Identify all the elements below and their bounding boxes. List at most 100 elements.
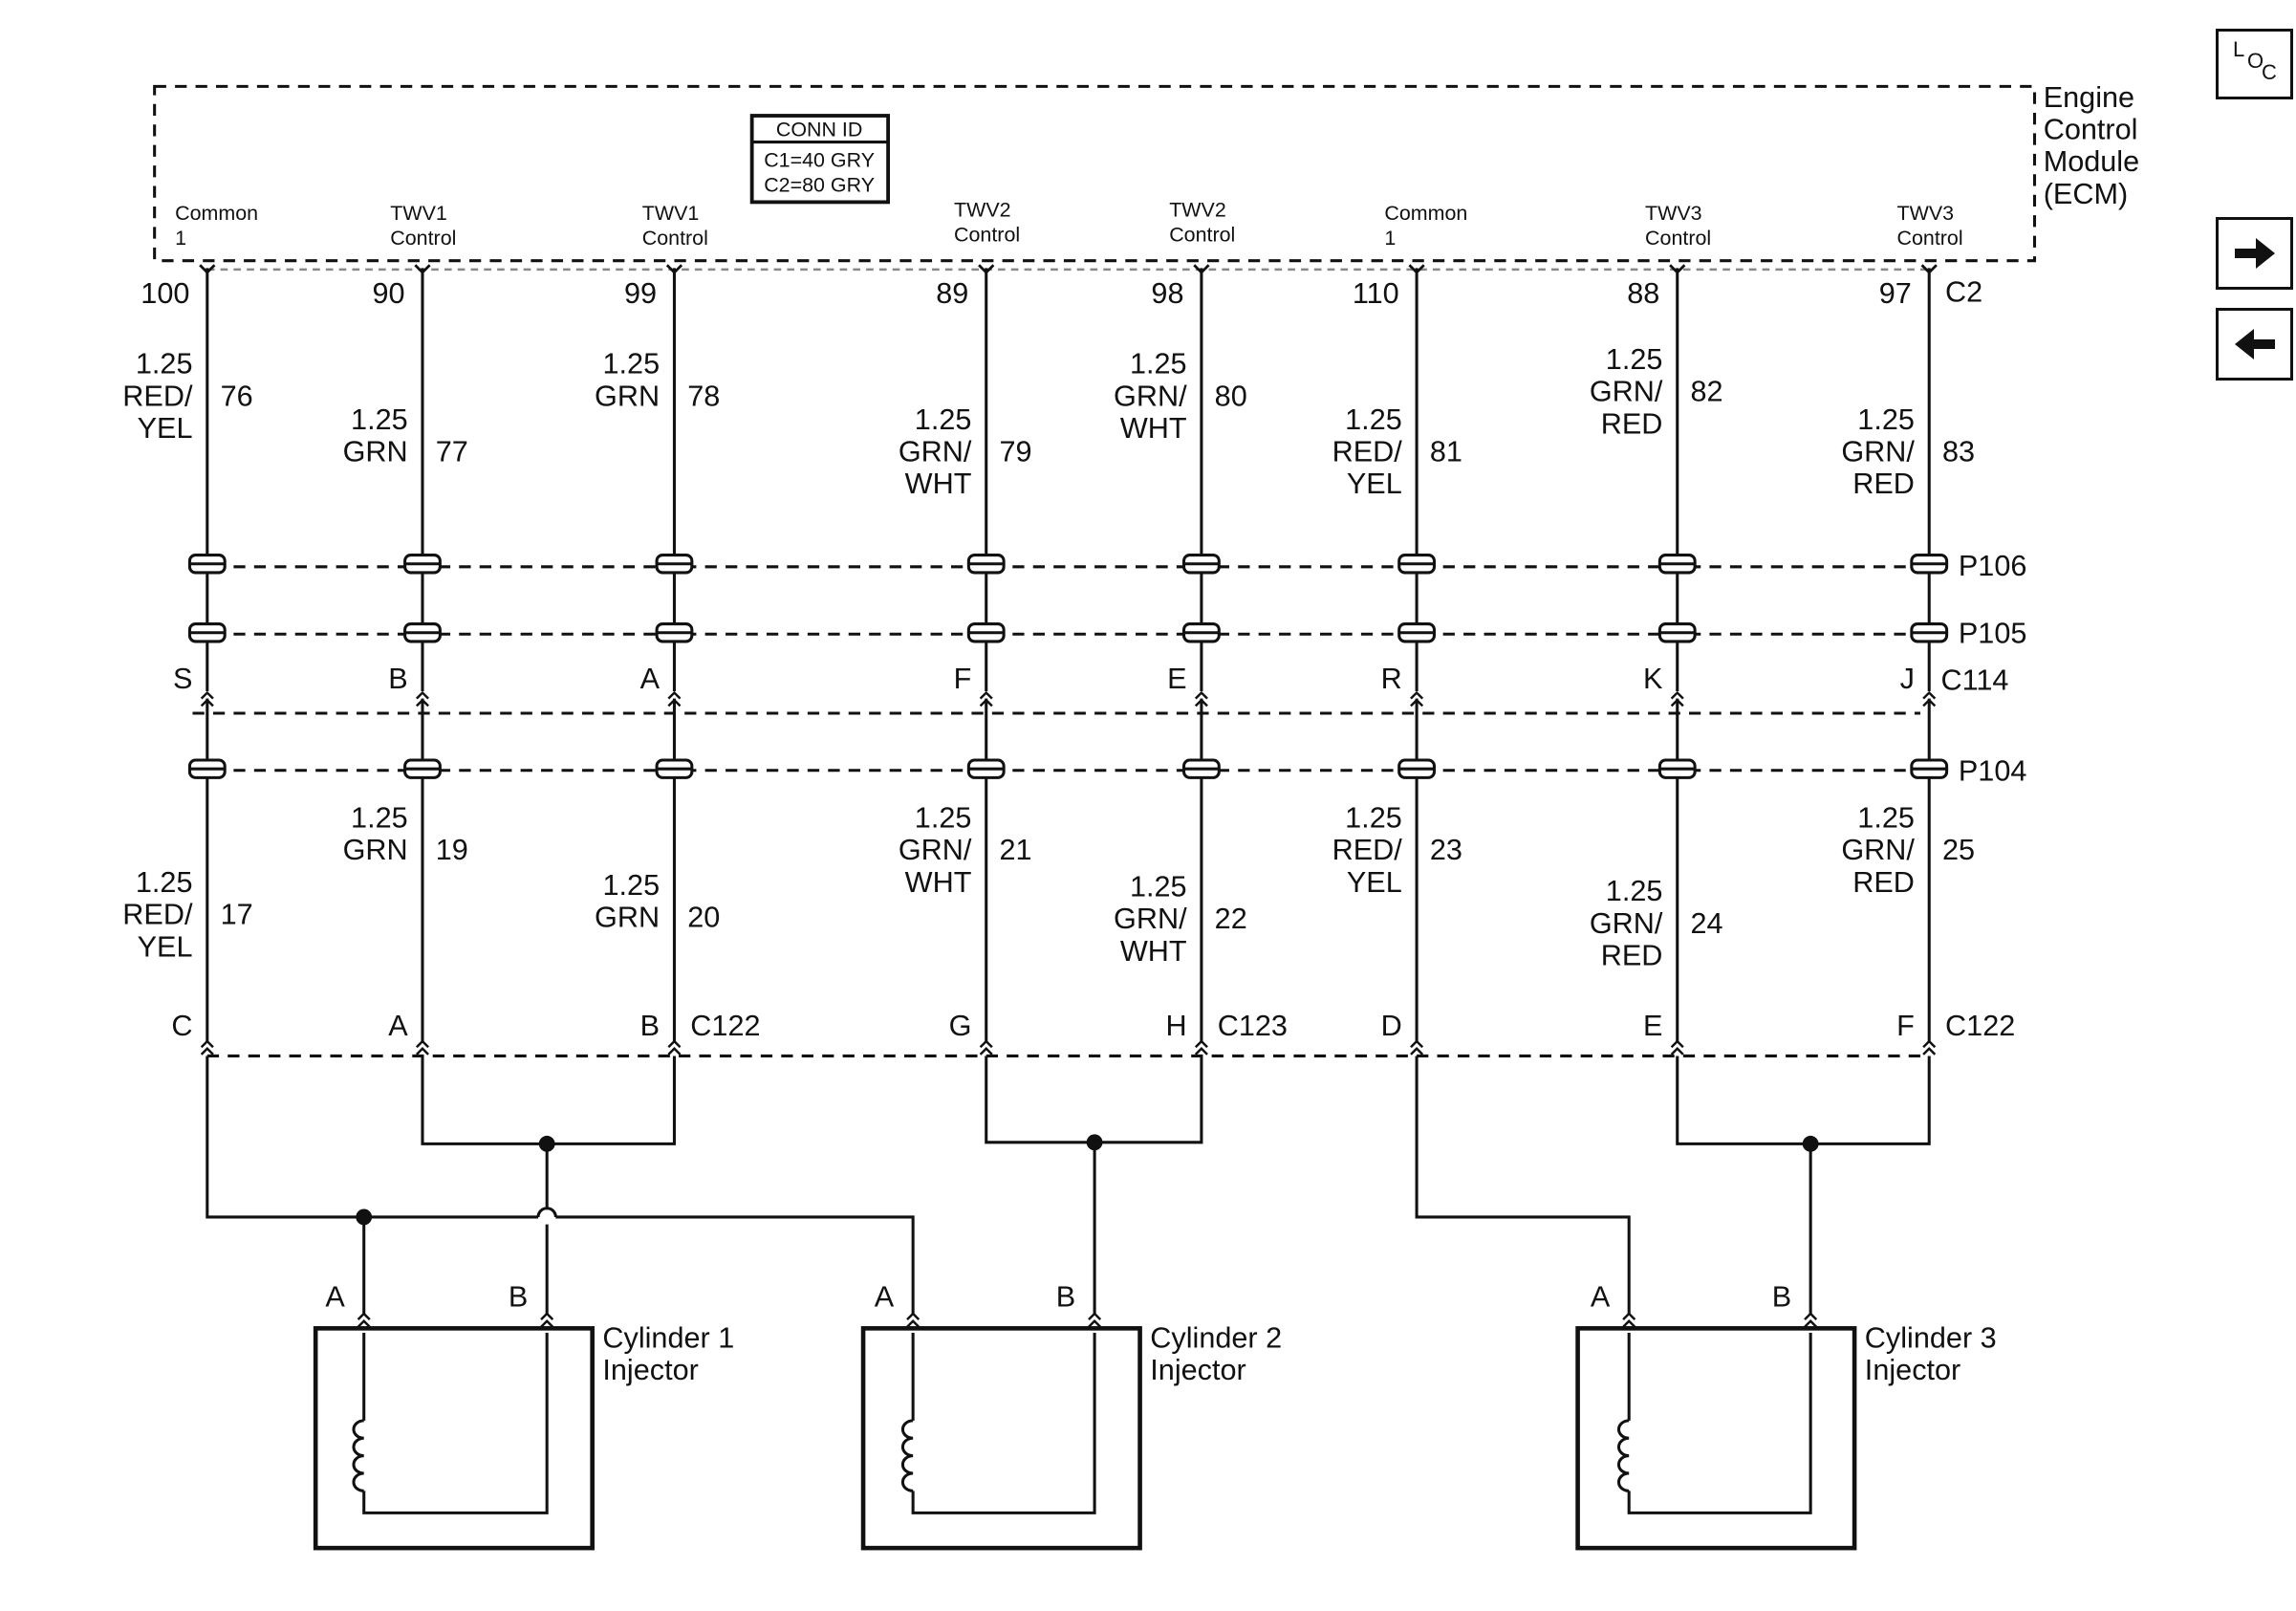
circuit-number: 19 bbox=[436, 834, 468, 866]
back-button[interactable] bbox=[2216, 308, 2293, 381]
circuit-number: 22 bbox=[1215, 903, 1247, 935]
splice-dot bbox=[1086, 1134, 1103, 1151]
injector-body bbox=[1575, 1326, 1857, 1551]
bottom-pin-letter: D bbox=[1381, 1010, 1402, 1042]
ecm-boundary bbox=[153, 84, 2037, 263]
injector-pin-b: B bbox=[1772, 1280, 1791, 1313]
splice-dot bbox=[538, 1135, 555, 1152]
circuit-number: 25 bbox=[1942, 834, 1975, 866]
coil-icon bbox=[900, 1419, 914, 1492]
injector-pin-b: B bbox=[1056, 1280, 1075, 1313]
conn-id-line: C1=40 GRY bbox=[764, 149, 875, 172]
ecm-pin-number: 88 bbox=[1627, 277, 1659, 310]
bottom-pin-letter: C bbox=[171, 1010, 192, 1042]
arrow-left-icon bbox=[2234, 329, 2275, 359]
ecm-pin-number: 97 bbox=[1879, 277, 1912, 310]
conn-id-title: CONN ID bbox=[776, 118, 863, 141]
splice-dot bbox=[1802, 1135, 1819, 1152]
injector-pin-a: A bbox=[875, 1280, 895, 1313]
bottom-connector-label: C122 bbox=[690, 1010, 760, 1042]
injector-harness bbox=[206, 1056, 1931, 1315]
c114-pin-letter: F bbox=[954, 663, 972, 695]
coil-icon bbox=[352, 1419, 364, 1492]
injector-body bbox=[860, 1326, 1142, 1551]
c114-pin-letter: S bbox=[173, 663, 192, 695]
ecm-pin-number: 89 bbox=[936, 277, 968, 310]
c114-pin-letter: K bbox=[1643, 663, 1663, 695]
conn-id-box: CONN ID C1=40 GRY C2=80 GRY bbox=[749, 114, 891, 205]
ecm-pin-number: 99 bbox=[624, 277, 657, 310]
circuit-number: 80 bbox=[1215, 380, 1247, 412]
circuit-number: 78 bbox=[687, 380, 720, 412]
circuit-number: 20 bbox=[687, 902, 720, 934]
injector-pin-a: A bbox=[1591, 1280, 1611, 1313]
location-button[interactable]: L O C bbox=[2216, 29, 2293, 99]
injector-body bbox=[313, 1326, 595, 1551]
circuit-number: 24 bbox=[1691, 907, 1723, 940]
ecm-pin-number: 90 bbox=[373, 277, 405, 310]
splice-dot bbox=[356, 1208, 373, 1226]
location-icon: L O C bbox=[2233, 37, 2277, 84]
c114-pin-letter: A bbox=[640, 663, 661, 695]
ecm-pin-number: 110 bbox=[1353, 277, 1399, 310]
bottom-pin-letter: F bbox=[1896, 1010, 1915, 1042]
ecm-pin-number: 98 bbox=[1151, 277, 1183, 310]
circuit-number: 23 bbox=[1430, 834, 1462, 866]
ecm-pin-number: 100 bbox=[141, 277, 189, 310]
bottom-pin-letter: H bbox=[1165, 1010, 1186, 1042]
c114-pin-letter: B bbox=[388, 663, 407, 695]
bottom-pin-letter: G bbox=[949, 1010, 972, 1042]
circuit-number: 17 bbox=[221, 899, 253, 931]
circuit-number: 82 bbox=[1691, 376, 1723, 408]
arrow-right-icon bbox=[2234, 238, 2275, 269]
circuit-number: 21 bbox=[1000, 834, 1032, 866]
connector-p105-label: P105 bbox=[1959, 617, 2027, 649]
connector-p106-label: P106 bbox=[1959, 550, 2027, 582]
coil-icon bbox=[1617, 1419, 1630, 1492]
svg-text:C: C bbox=[2262, 60, 2277, 84]
c114-pin-letter: J bbox=[1900, 663, 1915, 695]
injector-pin-b: B bbox=[509, 1280, 528, 1313]
bottom-pin-letter: E bbox=[1643, 1010, 1662, 1042]
forward-button[interactable] bbox=[2216, 217, 2293, 290]
svg-text:L: L bbox=[2233, 37, 2244, 61]
injector-pin-a: A bbox=[325, 1280, 345, 1313]
c114-pin-letter: E bbox=[1167, 663, 1186, 695]
connector-c114-label: C114 bbox=[1940, 664, 2008, 696]
circuit-number: 83 bbox=[1942, 436, 1975, 468]
conn-id-line: C2=80 GRY bbox=[764, 174, 875, 197]
